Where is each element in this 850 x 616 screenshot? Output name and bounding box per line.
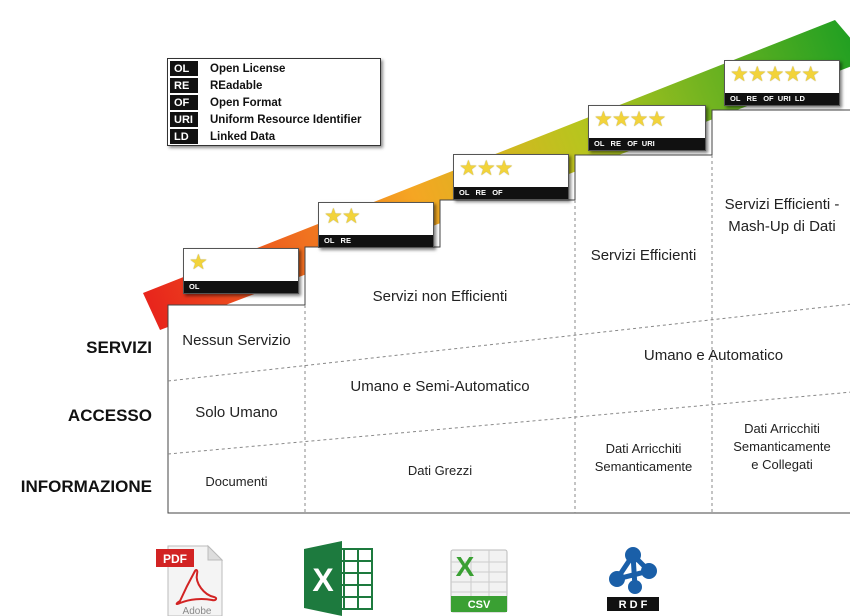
column-separators bbox=[304, 155, 713, 513]
row-label-accesso: ACCESSO bbox=[67, 406, 152, 425]
accesso-solo-umano: Solo Umano bbox=[195, 404, 278, 421]
badge-codes: OL RE OF bbox=[454, 187, 568, 199]
star-icon: ★★★★ bbox=[594, 108, 666, 131]
three-star-badge: ★★★ OL RE OF bbox=[453, 154, 569, 200]
accesso-automatico: Umano e Automatico bbox=[643, 347, 784, 364]
star-icon: ★★★ bbox=[459, 157, 513, 180]
star-icon: ★★ bbox=[324, 205, 361, 228]
info-documenti: Documenti bbox=[205, 474, 268, 489]
row-separators bbox=[167, 303, 850, 455]
legend-code: OF bbox=[170, 95, 198, 110]
legend-row: URI Uniform Resource Identifier bbox=[170, 111, 380, 128]
csv-letter: X bbox=[456, 551, 475, 582]
legend-code: URI bbox=[170, 112, 198, 127]
servizi-nessun: Nessun Servizio bbox=[182, 332, 291, 349]
info-grezzi: Dati Grezzi bbox=[407, 463, 473, 478]
legend-text: Uniform Resource Identifier bbox=[210, 113, 362, 126]
legend-code: RE bbox=[170, 78, 198, 93]
legend-text: REadable bbox=[210, 79, 263, 92]
star-icon: ★★★★★ bbox=[730, 63, 820, 86]
adobe-label: Adobe bbox=[183, 606, 212, 616]
csv-icon: X CSV bbox=[450, 549, 508, 613]
accesso-semi-automatico: Umano e Semi-Automatico bbox=[350, 378, 530, 395]
two-star-badge: ★★ OL RE bbox=[318, 202, 434, 248]
star-icon: ★ bbox=[189, 251, 208, 274]
legend-row: RE REadable bbox=[170, 77, 380, 94]
legend-text: Open Format bbox=[210, 96, 282, 109]
badge-codes: OL bbox=[184, 281, 298, 293]
badge-codes: OL RE OF URI bbox=[589, 138, 705, 150]
badge-codes: OL RE OF URI LD bbox=[725, 93, 839, 105]
legend-row: LD Linked Data bbox=[170, 128, 380, 145]
info-collegati-line1: Dati Arricchiti bbox=[744, 421, 820, 436]
legend-box: OL Open License RE REadable OF Open Form… bbox=[167, 58, 381, 146]
legend-code: OL bbox=[170, 61, 198, 76]
legend-row: OL Open License bbox=[170, 60, 380, 77]
servizi-mashup-line1: Servizi Efficienti - bbox=[724, 196, 840, 213]
four-star-badge: ★★★★ OL RE OF URI bbox=[588, 105, 706, 151]
row-label-servizi: SERVIZI bbox=[86, 338, 152, 357]
info-arricchiti-line1: Dati Arricchiti bbox=[605, 441, 682, 456]
excel-icon: X bbox=[304, 541, 373, 616]
legend-text: Linked Data bbox=[210, 130, 276, 143]
info-collegati-line3: e Collegati bbox=[751, 457, 813, 472]
pdf-icon: PDF Adobe bbox=[156, 544, 224, 616]
excel-letter: X bbox=[312, 562, 334, 598]
servizi-efficienti: Servizi Efficienti bbox=[590, 247, 697, 264]
info-arricchiti-line2: Semanticamente bbox=[594, 459, 693, 474]
rdf-label: R D F bbox=[619, 599, 648, 611]
servizi-mashup-line2: Mash-Up di Dati bbox=[728, 218, 836, 235]
legend-code: LD bbox=[170, 129, 198, 144]
one-star-badge: ★ OL bbox=[183, 248, 299, 294]
csv-label: CSV bbox=[468, 599, 491, 611]
legend-text: Open License bbox=[210, 62, 286, 75]
five-star-badge: ★★★★★ OL RE OF URI LD bbox=[724, 60, 840, 106]
row-label-informazione: INFORMAZIONE bbox=[20, 477, 152, 496]
legend-row: OF Open Format bbox=[170, 94, 380, 111]
info-collegati-line2: Semanticamente bbox=[733, 439, 831, 454]
pdf-label: PDF bbox=[163, 552, 187, 566]
staircase-fill bbox=[167, 109, 850, 514]
badge-codes: OL RE bbox=[319, 235, 433, 247]
rdf-icon: R D F bbox=[607, 543, 659, 611]
servizi-non-efficienti: Servizi non Efficienti bbox=[372, 288, 508, 305]
